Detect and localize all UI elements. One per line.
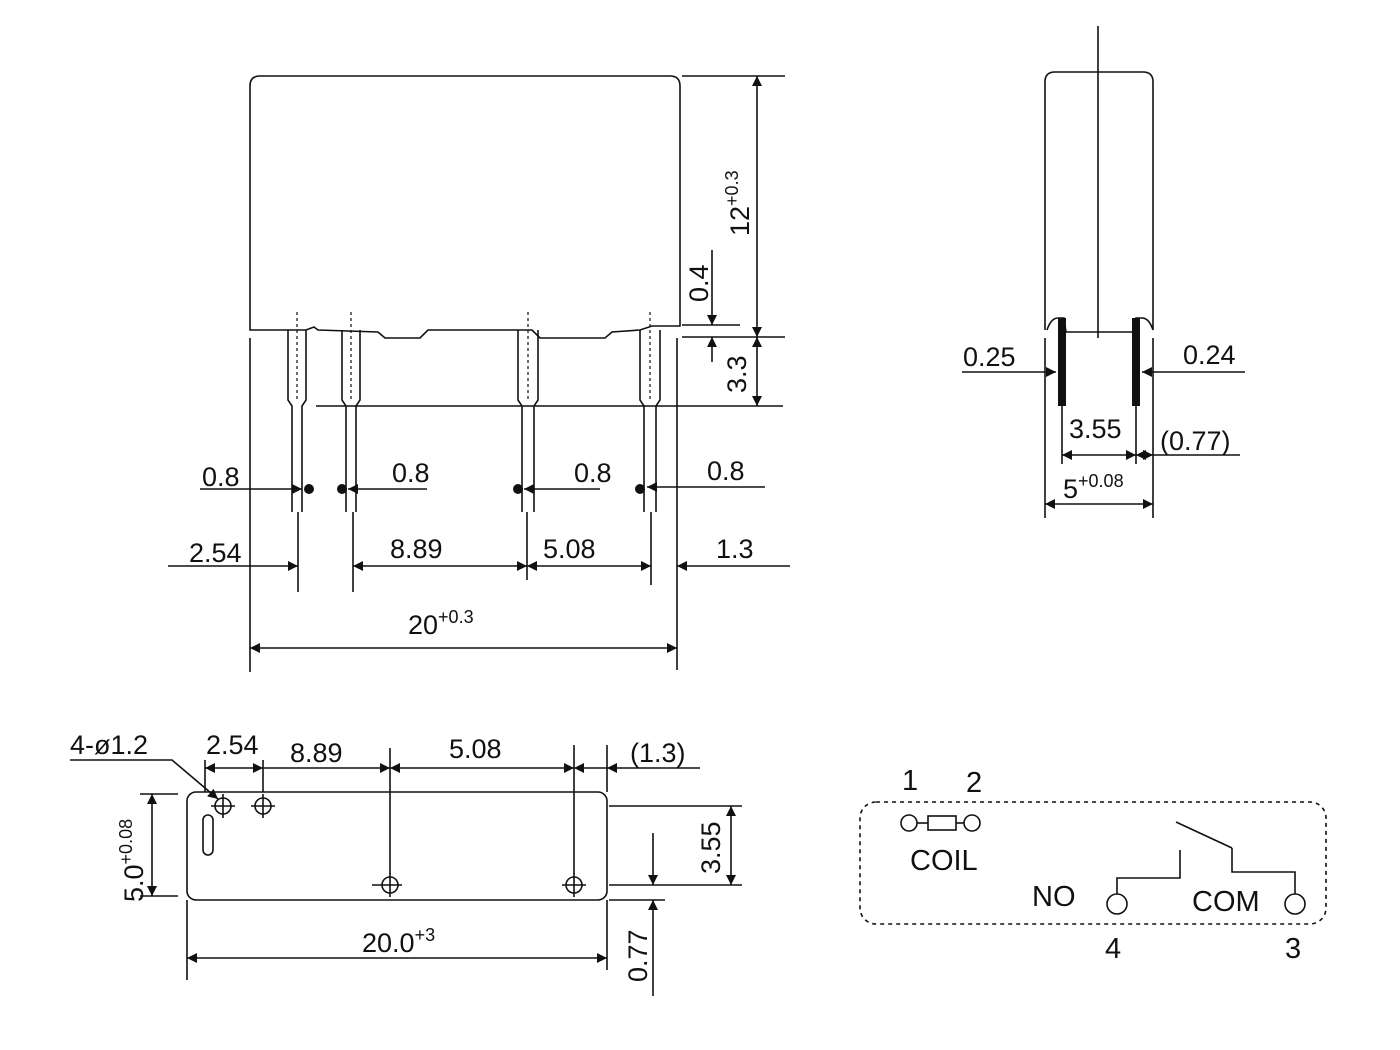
pcb-edge-bottom-label: 0.77: [623, 929, 653, 982]
height-label: 12+0.3: [722, 170, 755, 236]
pin-width-label: 0.8: [574, 458, 612, 488]
pcb-pitch-2-54-label: 2.54: [206, 730, 259, 760]
side-view-labels: 0.25 0.24 3.55 (0.77) 5+0.08: [963, 340, 1236, 504]
pcb-edge-label: (1.3): [630, 738, 686, 768]
pin-4: [639, 312, 661, 512]
pcb-pitch-5-08-label: 5.08: [449, 734, 502, 764]
pin-2: [341, 312, 361, 512]
contact-symbol: [1106, 821, 1306, 915]
pcb-hole: [372, 873, 402, 897]
side-view: [962, 26, 1245, 518]
pitch-8-89-label: 8.89: [390, 534, 443, 564]
pcb-pitch-8-89-label: 8.89: [290, 738, 343, 768]
schematic: [859, 801, 1327, 925]
pcb-hole: [211, 794, 235, 818]
pcb-width-label: 5.0+0.08: [116, 819, 149, 902]
edge-offset-label: (0.77): [1160, 426, 1231, 456]
pin-thickness-left-label: 0.25: [963, 342, 1016, 372]
pcb-hole: [562, 873, 586, 897]
pin-width-label: 0.8: [202, 462, 240, 492]
pcb-outline: [186, 791, 608, 901]
pin-4-label: 4: [1105, 933, 1121, 965]
pcb-hole: [251, 794, 275, 818]
no-label: NO: [1032, 881, 1076, 913]
pitch-5-08-label: 5.08: [543, 534, 596, 564]
pin-3-label: 3: [1285, 933, 1301, 965]
pin-3: [517, 312, 539, 512]
schematic-border: [859, 801, 1327, 925]
pitch-2-54-label: 2.54: [189, 538, 242, 568]
pcb-key-slot: [202, 814, 214, 856]
front-view-labels: 0.8 0.8 0.8 0.8 2.54 8.89 5.08 1.3 20+0.…: [189, 170, 755, 640]
schematic-labels: 1 2 COIL NO COM 4 3: [902, 765, 1301, 965]
pin-width-label: 0.8: [392, 458, 430, 488]
pin-spacing-label: 3.55: [1069, 414, 1122, 444]
pcb-layout: [70, 745, 742, 996]
coil-symbol: [900, 814, 981, 832]
pin-length-label: 3.3: [722, 355, 752, 393]
pcb-layout-labels: 4-ø1.2 2.54 8.89 5.08 (1.3) 5.0+0.08 3.5…: [70, 730, 726, 982]
side-pin-right: [1132, 318, 1140, 406]
side-width-label: 5+0.08: [1063, 471, 1124, 504]
hole-spec-label: 4-ø1.2: [70, 730, 148, 760]
pcb-length-label: 20.0+3: [362, 925, 435, 958]
pin-2-label: 2: [966, 767, 982, 799]
com-label: COM: [1192, 886, 1260, 918]
pin-1-label: 1: [902, 765, 918, 797]
side-pin-left: [1058, 318, 1066, 406]
side-body-outline: [1044, 71, 1154, 333]
length-label: 20+0.3: [408, 607, 474, 640]
coil-label: COIL: [910, 845, 978, 877]
pin-1: [287, 312, 307, 512]
pin-thickness-right-label: 0.24: [1183, 340, 1236, 370]
standoff-label: 0.4: [684, 264, 714, 302]
pin-width-label: 0.8: [707, 456, 745, 486]
front-view: [168, 75, 790, 672]
pcb-row-spacing-label: 3.55: [696, 821, 726, 874]
relay-body-outline: [249, 75, 681, 339]
edge-1-3-label: 1.3: [716, 534, 754, 564]
